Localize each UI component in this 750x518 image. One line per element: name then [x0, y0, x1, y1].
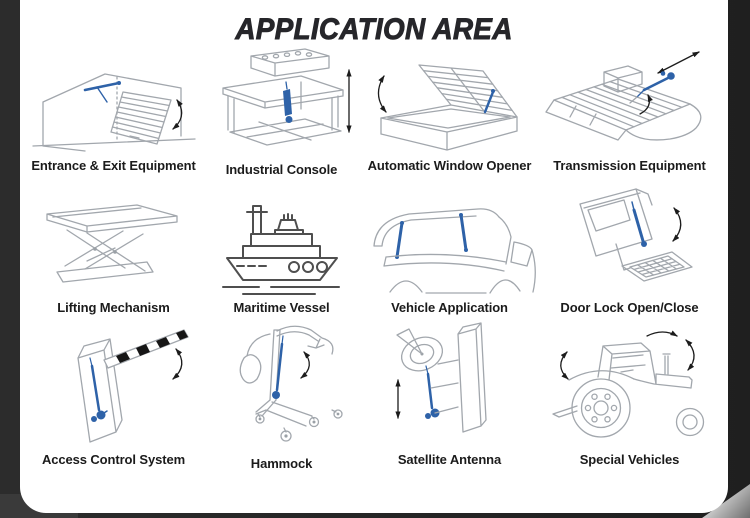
- application-item: Lifting Mechanism: [26, 178, 201, 320]
- application-item-label: Satellite Antenna: [397, 452, 502, 467]
- application-item: Access Control System: [26, 320, 201, 472]
- tractor-icon: [552, 330, 705, 438]
- van-door-icon: [579, 188, 693, 282]
- conveyor-icon: [545, 51, 702, 141]
- satellite-dish-icon: [395, 322, 487, 433]
- application-item-label: Lifting Mechanism: [57, 300, 170, 315]
- application-item: Automatic Window Opener: [362, 46, 537, 178]
- application-item: Industrial Console: [201, 46, 362, 178]
- ship-icon: [221, 205, 340, 295]
- application-item-label: Door Lock Open/Close: [560, 300, 699, 315]
- application-item-label: Access Control System: [41, 452, 186, 467]
- application-item: Maritime Vessel: [201, 178, 362, 320]
- car-tailgate-icon: [373, 208, 536, 294]
- scissor-lift-icon: [46, 204, 178, 283]
- patient-hoist-icon: [239, 325, 343, 442]
- application-item-label: Automatic Window Opener: [367, 158, 532, 173]
- application-item: Door Lock Open/Close: [537, 178, 722, 320]
- window-opener-icon: [377, 64, 518, 151]
- application-item-label: Special Vehicles: [579, 452, 680, 467]
- application-grid: Entrance & Exit Equipment: [26, 46, 722, 472]
- application-item-label: Transmission Equipment: [553, 158, 706, 173]
- application-item: Special Vehicles: [537, 320, 722, 472]
- application-item: Transmission Equipment: [537, 46, 722, 178]
- application-item: Entrance & Exit Equipment: [26, 46, 201, 178]
- page-title: APPLICATION AREA: [235, 13, 513, 47]
- garage-door-icon: [31, 73, 196, 152]
- application-item-label: Entrance & Exit Equipment: [31, 158, 196, 173]
- content-card: APPLICATION AREA: [20, 0, 728, 513]
- application-item-label: Maritime Vessel: [233, 300, 330, 315]
- barrier-gate-icon: [77, 329, 189, 443]
- application-item-label: Industrial Console: [225, 162, 338, 177]
- application-item: Vehicle Application: [362, 178, 537, 320]
- industrial-console-icon: [221, 48, 352, 146]
- application-item: Hammock: [201, 320, 362, 472]
- application-item: Satellite Antenna: [362, 320, 537, 472]
- application-item-label: Vehicle Application: [391, 300, 508, 315]
- application-item-label: Hammock: [250, 456, 313, 471]
